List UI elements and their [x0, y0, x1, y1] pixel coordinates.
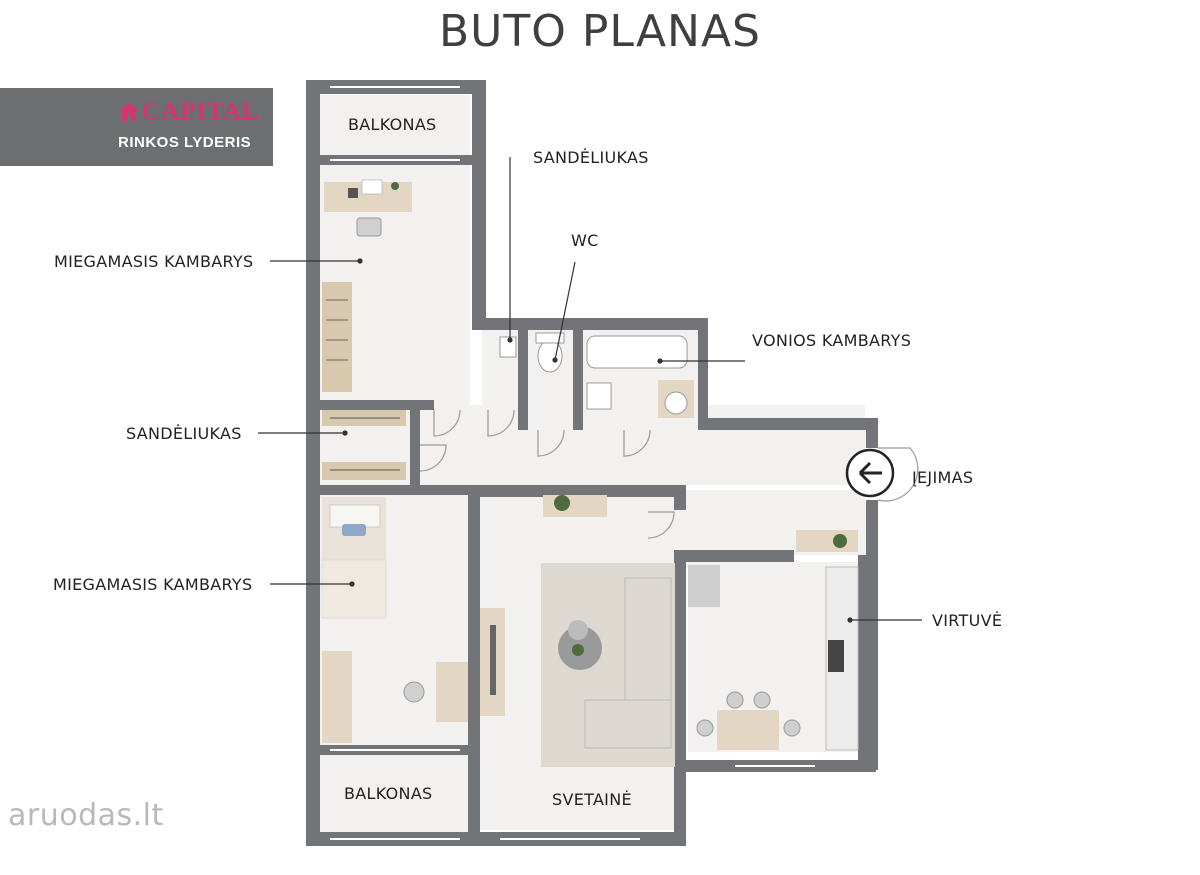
desk-bedroom-bottom — [436, 662, 468, 722]
watermark: aruodas.lt — [8, 798, 164, 833]
page-title: BUTO PLANAS — [439, 6, 761, 57]
console-table — [543, 495, 607, 517]
bathtub-icon — [586, 335, 688, 369]
plant-icon — [554, 495, 570, 511]
brand-banner: CAPITAL RINKOS LYDERIS — [0, 88, 273, 166]
bookshelf-top — [322, 282, 352, 392]
room-label-bedroom-top: MIEGAMASIS KAMBARYS — [54, 252, 254, 271]
entrance-arrow-icon — [845, 448, 895, 498]
room-label-storage-top: SANDĖLIUKAS — [533, 148, 649, 167]
stove-icon — [828, 640, 844, 672]
fridge — [688, 565, 720, 607]
brand-tagline: RINKOS LYDERIS — [118, 134, 252, 151]
pillow-blue — [342, 524, 366, 536]
room-label-bedroom-bottom: MIEGAMASIS KAMBARYS — [53, 575, 253, 594]
plant-icon — [391, 182, 399, 190]
room-label-kitchen: VIRTUVĖ — [932, 611, 1003, 630]
plant-icon — [833, 534, 847, 548]
room-label-balcony-bottom: BALKONAS — [344, 784, 433, 803]
kitchen-shelf — [796, 530, 858, 552]
laptop-icon — [348, 188, 358, 198]
house-logo-icon — [119, 103, 139, 121]
room-label-wc: WC — [571, 231, 599, 250]
furniture — [321, 179, 859, 767]
room-label-bathroom: VONIOS KAMBARYS — [752, 331, 912, 350]
room-label-storage-mid: SANDĖLIUKAS — [126, 424, 242, 443]
shelf-storage-2 — [322, 462, 406, 480]
dining-table — [717, 710, 779, 750]
room-label-entrance: ĮEJIMAS — [912, 468, 974, 487]
plant-icon — [572, 644, 584, 656]
windows — [330, 86, 815, 840]
room-label-balcony-top: BALKONAS — [348, 115, 437, 134]
sink-icon — [586, 382, 612, 410]
wardrobe — [322, 651, 352, 743]
leader-lines — [258, 157, 922, 623]
room-label-living-room: SVETAINĖ — [552, 790, 632, 809]
tv-icon — [490, 625, 496, 695]
doors — [419, 409, 919, 539]
brand-logo-text: CAPITAL — [142, 98, 260, 125]
